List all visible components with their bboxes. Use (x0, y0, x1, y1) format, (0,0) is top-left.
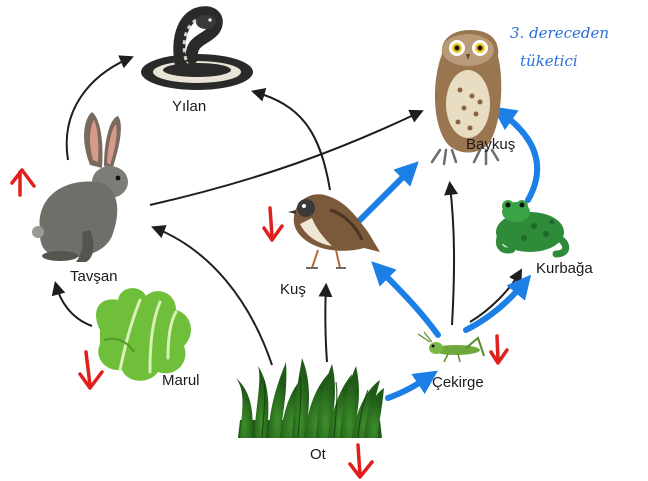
grasshopper-icon (418, 332, 484, 362)
arrow-kus-to-yilan (255, 92, 330, 190)
label-yilan: Yılan (172, 98, 206, 115)
blue-arrow-cekirge-to-kus (378, 268, 438, 335)
label-cekirge: Çekirge (432, 374, 484, 391)
arrow-marul-to-tavsan (56, 285, 92, 326)
note-line-1: 3. dereceden (510, 24, 609, 42)
red-down-arrow-cekirge (491, 336, 507, 363)
blue-arrow-ot-to-cekirge (388, 376, 430, 398)
lettuce-icon (96, 288, 191, 381)
label-marul: Marul (162, 372, 200, 389)
red-down-arrow-ot (350, 445, 372, 477)
red-down-arrow-kus (264, 208, 282, 240)
red-up-arrow-tavsan (12, 170, 34, 195)
arrow-cekirge-to-baykus (450, 185, 454, 325)
blue-arrow-kurbaga-to-baykus (500, 112, 537, 200)
blue-arrow-cekirge-to-kurbaga (466, 282, 525, 330)
red-down-arrow-marul (80, 352, 102, 388)
blue-arrow-kus-to-baykus (360, 168, 412, 220)
label-kus: Kuş (280, 281, 306, 298)
blue-arrows (360, 112, 537, 398)
grass-icon (236, 358, 384, 438)
label-tavsan: Tavşan (70, 268, 118, 285)
label-ot: Ot (310, 446, 326, 463)
frog-icon (496, 200, 566, 254)
snake-icon (141, 12, 253, 90)
label-baykus: Baykuş (466, 136, 515, 153)
arrow-tavsan-to-baykus (150, 112, 420, 205)
rabbit-icon (32, 112, 128, 262)
label-kurbaga: Kurbağa (536, 260, 593, 277)
note-line-2: tüketici (520, 52, 578, 70)
arrow-ot-to-kus (325, 287, 327, 362)
sparrow-icon (288, 194, 380, 268)
